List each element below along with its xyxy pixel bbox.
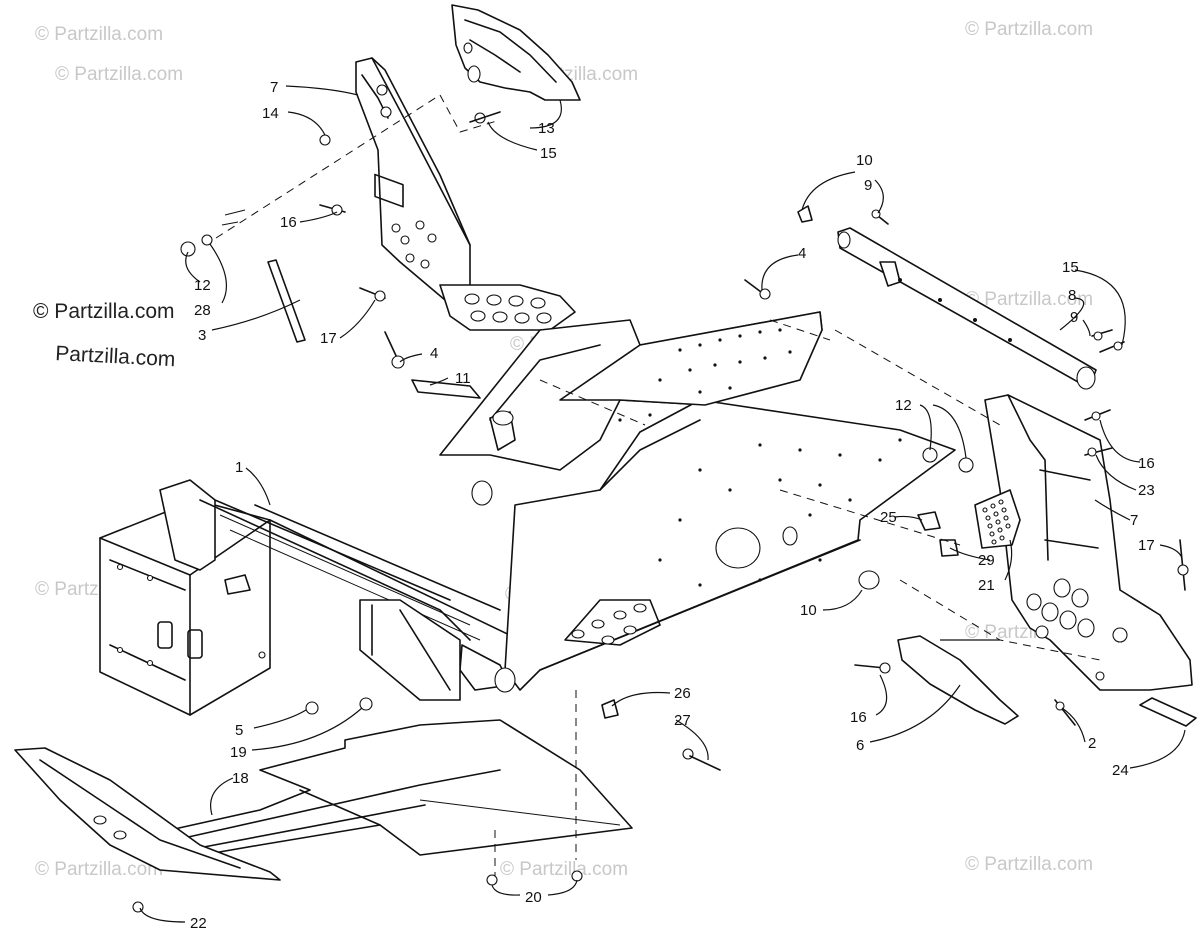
callout-10-top: 10 <box>856 152 873 169</box>
callout-8: 8 <box>1068 287 1076 304</box>
part-7-right-panel <box>974 394 1193 691</box>
callout-17-left: 17 <box>320 330 337 347</box>
part-3-rod <box>267 259 306 343</box>
watermark: © Partzilla.com <box>965 854 1093 875</box>
watermark-prominent-line2: Partzilla.com <box>55 342 176 371</box>
chassis-rivets <box>618 328 902 587</box>
callout-28: 28 <box>194 302 211 319</box>
callout-4-left: 4 <box>430 345 438 362</box>
part-18-belly-pan <box>169 719 633 859</box>
part-21-mesh <box>982 499 1011 545</box>
leader-lines <box>139 85 1186 923</box>
callout-29: 29 <box>978 552 995 569</box>
part-22-front-cover <box>14 747 281 913</box>
callout-11: 11 <box>455 370 471 387</box>
callout-13: 13 <box>538 120 555 137</box>
part-13-cover <box>451 4 581 101</box>
callout-1: 1 <box>235 459 243 476</box>
callout-16-right: 16 <box>1138 455 1155 472</box>
callout-22: 22 <box>190 915 207 932</box>
callout-16-lower: 16 <box>850 709 867 726</box>
callout-21: 21 <box>978 577 995 594</box>
callout-16-top: 16 <box>280 214 297 231</box>
callout-6: 6 <box>856 737 864 754</box>
callout-7-right: 7 <box>1130 512 1138 529</box>
part-20-bolt <box>571 870 583 882</box>
callout-20: 20 <box>525 889 542 906</box>
callout-7-top: 7 <box>270 79 278 96</box>
callout-9-top: 9 <box>864 177 872 194</box>
callout-15-right: 15 <box>1062 259 1079 276</box>
callout-23: 23 <box>1138 482 1155 499</box>
part-6-bracket <box>897 635 1019 725</box>
callout-27: 27 <box>674 712 691 729</box>
left-hardware <box>180 94 501 399</box>
left-footrest-plate <box>439 284 576 331</box>
watermark: © Partzilla.com <box>500 859 628 880</box>
callout-10-lower: 10 <box>800 602 817 619</box>
watermark: © Partzilla.com <box>965 289 1093 310</box>
callout-labels: 7 14 13 15 16 12 28 3 17 4 11 1 5 19 18 … <box>190 79 1155 932</box>
part-1-chassis <box>99 311 956 716</box>
callout-5: 5 <box>235 722 243 739</box>
callout-3: 3 <box>198 327 206 344</box>
watermark: © Partzilla.com <box>55 64 183 85</box>
callout-19: 19 <box>230 744 247 761</box>
part-20-bolt <box>486 874 498 886</box>
callout-12-right: 12 <box>895 397 912 414</box>
callout-25: 25 <box>880 509 897 526</box>
watermark: © Partzilla.com <box>35 859 163 880</box>
right-hardware <box>744 205 1189 726</box>
part-8-crossbar <box>837 227 1097 390</box>
callout-26: 26 <box>674 685 691 702</box>
watermark: © Partzilla.com <box>965 19 1093 40</box>
callout-12-left: 12 <box>194 277 211 294</box>
callout-18: 18 <box>232 770 249 787</box>
callout-4-right: 4 <box>798 245 806 262</box>
part-7-left-panel <box>355 57 471 301</box>
callout-15-top: 15 <box>540 145 557 162</box>
watermark: © Partzilla.com <box>35 24 163 45</box>
callout-17-right: 17 <box>1138 537 1155 554</box>
watermark-prominent-line1: © Partzilla.com <box>33 300 175 323</box>
callout-2: 2 <box>1088 735 1096 752</box>
callout-14: 14 <box>262 105 279 122</box>
callout-9-right: 9 <box>1070 309 1078 326</box>
part-24-strip <box>1139 697 1197 727</box>
assembly-lines <box>494 319 1101 880</box>
callout-24: 24 <box>1112 762 1129 779</box>
